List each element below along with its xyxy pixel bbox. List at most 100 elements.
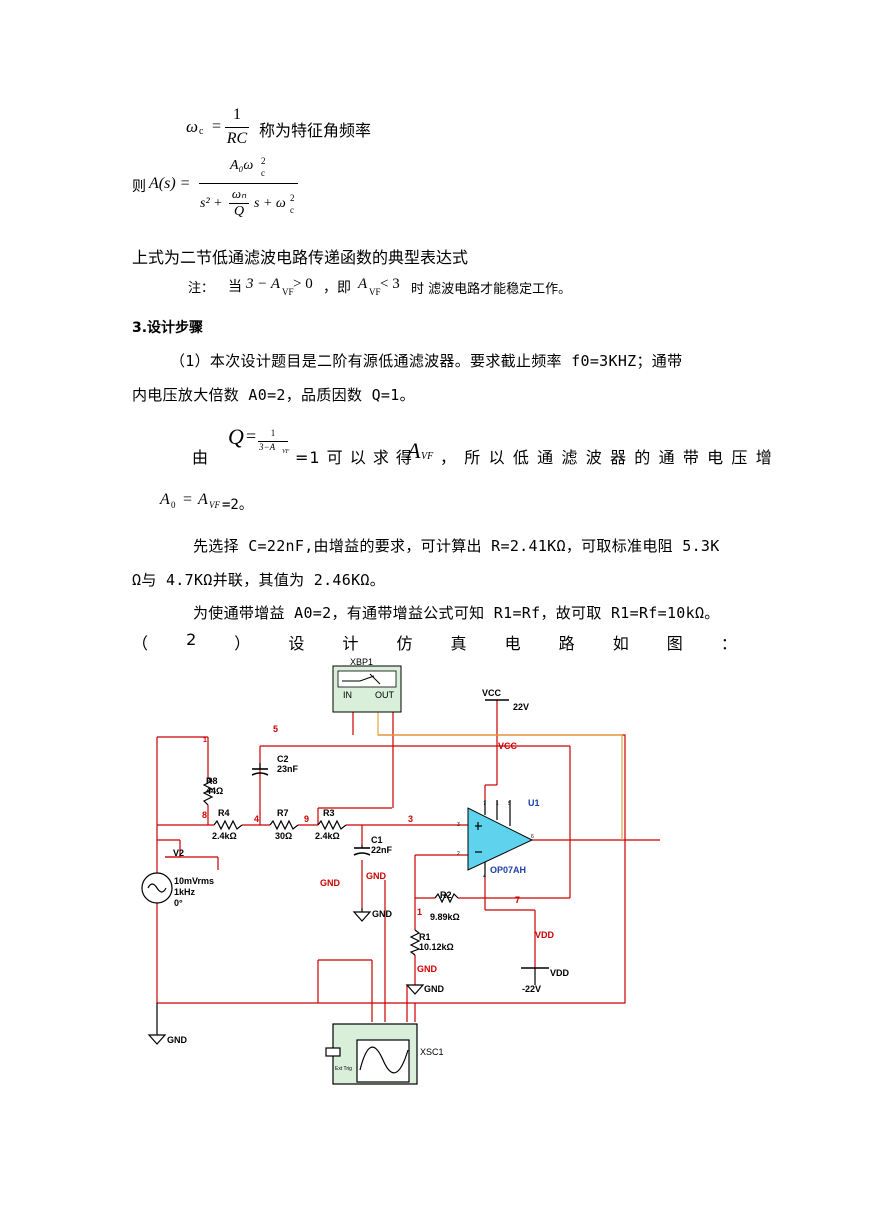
note-cond2-sub: VF [369,287,381,297]
gnd-net-3: GND [417,964,438,974]
para4-char: 如 [612,634,629,653]
r4-value: 2.4kΩ [212,831,237,841]
v2-amplitude: 10mVrms [174,876,214,886]
omega-symbol: ω [186,117,199,136]
bode-name: XBP1 [350,657,373,667]
para4-char: 图 [666,634,683,653]
typical-expression-line: 上式为二节低通滤波电路传递函数的典型表达式 [132,248,469,267]
r8-value: 44Ω [206,786,223,796]
tf-den-post-sup: 2 [290,193,295,203]
q-frac-bar [258,441,288,442]
tf-numerator: A₀ω [230,158,254,173]
pin-3: 3 [457,822,460,828]
para4-char: 2 [186,630,197,649]
node-4: 4 [254,814,259,824]
frac-numerator: 1 [233,106,241,123]
note-label: 注： [188,281,215,296]
para4-char: （ [132,634,149,653]
r2-name: R2 [440,890,452,900]
para3: 为使通带增益 A0=2，有通带增益公式可知 R1=Rf，故可取 R1=Rf=10… [193,604,720,622]
transfer-lhs: A(s) = [149,175,191,192]
tf-den-post-sub: c [290,205,294,215]
wire-orange [377,712,623,840]
q-avf: A [407,438,421,463]
resistor-r2 [434,892,459,904]
opamp-body [467,807,534,871]
v2-frequency: 1kHz [174,887,196,897]
para2-line1: 先选择 C=22nF,由增益的要求，可计算出 R=2.41KΩ，可取标准电阻 5… [193,537,720,555]
node-8: 8 [202,810,207,820]
q-frac-den: 3−A [259,442,276,452]
r3-value: 2.4kΩ [315,831,340,841]
vdd-net: VDD [535,930,555,940]
q-frac-den-sub: VF [282,449,290,455]
node-1a: 1 [203,737,207,744]
pin-4: 4 [483,874,486,880]
vdd-label: VDD [550,968,570,978]
c1-name: C1 [371,835,383,845]
a0-avf-sub: VF [209,500,220,510]
q-symbol: Q [228,424,244,449]
resistor-r1 [409,929,421,956]
para1-line2: 内电压放大倍数 A0=2，品质因数 Q=1。 [132,386,415,404]
tf-den-frac-num: ωₙ [231,186,247,201]
gnd-label-r1: GND [424,984,445,994]
r7-value: 30Ω [275,831,292,841]
r1-value: 10.12kΩ [419,942,454,952]
opamp-model: OP07AH [490,865,526,875]
q-pre: 由 [192,448,209,467]
para4-char: ） [234,634,251,653]
q-eq: = [246,426,257,446]
vcc-net: VCC [498,741,518,751]
para4-char: 仿 [396,634,413,653]
fraction-bar [225,127,249,128]
bode-in-label: IN [343,690,352,700]
a0-sub: 0 [171,500,176,510]
resistor-r7 [269,819,299,831]
a0-tail: =2。 [222,497,253,513]
note-sep: ，即 [323,280,351,296]
wires [156,700,660,1022]
note-cond1-post: > 0 [293,276,313,292]
c1-value: 22nF [371,845,393,855]
node-1b: 1 [417,907,422,917]
r3-name: R3 [323,808,335,818]
para2-line2: Ω与 4.7KΩ并联，其值为 2.46KΩ。 [132,571,386,589]
para4-char: 真 [450,634,467,653]
q-avf-sub: VF [421,451,434,462]
scope-name: XSC1 [420,1047,444,1057]
omega-sub: c [199,126,204,137]
note-cond1: 3 − A [246,276,281,292]
note-cond-pre: 当 [228,279,242,295]
gnd-net-1: GND [320,878,341,888]
c2-value: 23nF [277,764,299,774]
tf-den-post: s + ω [254,196,286,211]
r2-value: 9.89kΩ [430,912,460,922]
tf-num-sub: c [261,168,265,178]
para4-char: 电 [504,634,521,653]
pin-7: 7 [483,801,486,807]
formula-description: 称为特征角频率 [259,121,372,140]
tf-den-pre: s² + [200,196,223,211]
resistor-r4 [213,819,243,831]
a0-avf: A [198,491,208,508]
vcc-label: VCC [482,688,502,698]
node-5: 5 [273,724,278,734]
frac-denominator: RC [226,130,248,147]
gnd-symbols [147,908,425,1045]
q-tail: ， 所 以 低 通 滤 波 器 的 通 带 电 压 增 [440,448,774,467]
r7-name: R7 [277,808,289,818]
node-9: 9 [304,814,309,824]
resistor-r3 [317,819,347,831]
pin-5: 5 [508,801,511,807]
vcc-value: 22V [513,702,529,712]
pin-1: 1 [496,801,499,807]
note-cond1-sub: VF [282,287,294,297]
a0-eq: = [183,491,193,508]
bode-out-label: OUT [375,690,395,700]
v2-name: V2 [173,848,184,858]
gnd-label-c1: GND [372,909,393,919]
vdd-value: -22V [522,984,541,994]
para4-char: 设 [288,634,305,653]
para4-char: ： [720,634,737,653]
